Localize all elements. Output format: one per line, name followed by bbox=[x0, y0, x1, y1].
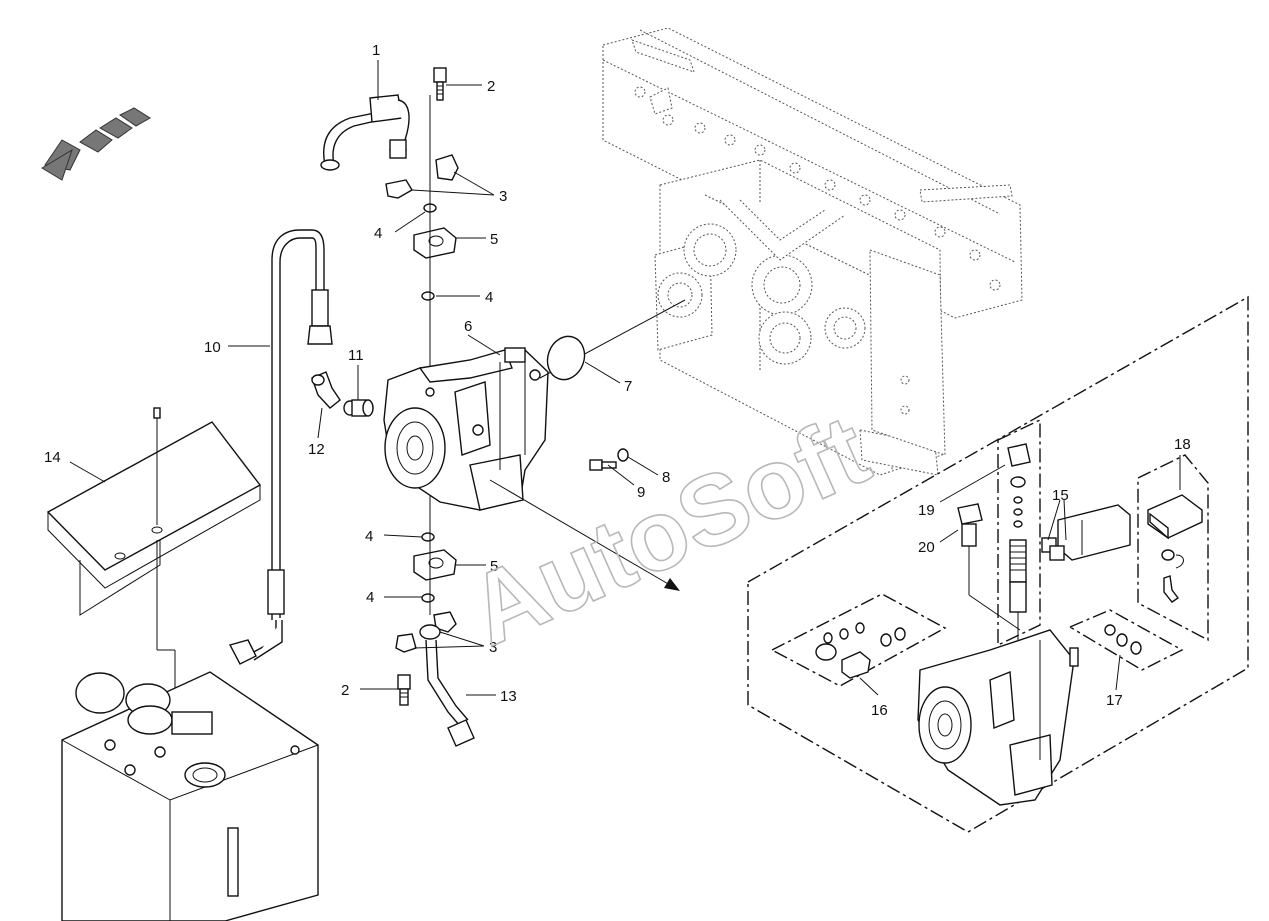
detail-box-part-18 bbox=[1137, 454, 1209, 642]
part-8-washer bbox=[617, 448, 629, 462]
callout-4-a: 4 bbox=[374, 225, 382, 242]
part-16-seal-kit bbox=[815, 622, 906, 679]
callout-16: 16 bbox=[871, 702, 888, 719]
callout-3-upper: 3 bbox=[499, 188, 507, 205]
detail-box-part-16 bbox=[771, 593, 947, 687]
pump-detail-view bbox=[917, 629, 1079, 806]
hydraulic-tank bbox=[61, 671, 319, 921]
part-11-fitting bbox=[343, 399, 374, 417]
part-3-clamp-halves-upper bbox=[385, 154, 459, 199]
part-10-hydraulic-hose bbox=[228, 229, 333, 665]
part-4-o-ring-b bbox=[421, 291, 435, 301]
part-5-flange-upper bbox=[413, 227, 457, 259]
callout-10: 10 bbox=[204, 339, 221, 356]
part-3-clamp-halves-lower bbox=[395, 611, 457, 653]
part-9-screw bbox=[589, 459, 617, 471]
callout-labels: 1 2 3 4 5 4 6 7 8 9 10 11 12 4 5 4 3 2 1… bbox=[44, 42, 1191, 719]
callout-4-d: 4 bbox=[366, 589, 374, 606]
detail-box-valve-stack bbox=[997, 418, 1041, 647]
part-4-o-ring-d bbox=[421, 593, 435, 603]
part-17-o-ring-set bbox=[1104, 624, 1142, 655]
callout-17: 17 bbox=[1106, 692, 1123, 709]
explode-direction-arrow bbox=[489, 479, 680, 591]
part-7-o-ring-seal bbox=[546, 335, 586, 381]
detail-box-outline bbox=[747, 295, 1249, 833]
ghost-frame-assembly bbox=[602, 27, 1023, 476]
part-1-suction-pipe bbox=[320, 94, 410, 171]
part-13-pressure-pipe bbox=[419, 624, 475, 747]
callout-5-upper: 5 bbox=[490, 231, 498, 248]
part-12-elbow-fitting bbox=[311, 371, 341, 409]
part-20-fitting bbox=[957, 503, 1021, 631]
callout-12: 12 bbox=[308, 441, 325, 458]
callout-1: 1 bbox=[372, 42, 380, 59]
direction-arrow-icon bbox=[41, 107, 151, 181]
callout-leaders bbox=[69, 60, 1181, 696]
part-6-hydraulic-pump bbox=[383, 347, 549, 511]
part-15-valve bbox=[1041, 504, 1131, 561]
callout-15: 15 bbox=[1052, 487, 1069, 504]
detail-box-part-17 bbox=[1069, 609, 1184, 671]
callout-3-lower: 3 bbox=[489, 639, 497, 656]
callout-4-c: 4 bbox=[365, 528, 373, 545]
part-18-valve-block bbox=[1147, 494, 1203, 603]
callout-20: 20 bbox=[918, 539, 935, 556]
callout-4-b: 4 bbox=[485, 289, 493, 306]
callout-2-upper: 2 bbox=[487, 78, 495, 95]
callout-9: 9 bbox=[637, 484, 645, 501]
callout-18: 18 bbox=[1174, 436, 1191, 453]
part-2-bolt-upper bbox=[433, 67, 447, 101]
callout-19: 19 bbox=[918, 502, 935, 519]
part-14-cover-plate bbox=[46, 407, 262, 690]
callout-7: 7 bbox=[624, 378, 632, 395]
callout-14: 14 bbox=[44, 449, 61, 466]
callout-5-lower: 5 bbox=[490, 558, 498, 575]
callout-6: 6 bbox=[464, 318, 472, 335]
callout-8: 8 bbox=[662, 469, 670, 486]
part-2-bolt-lower bbox=[397, 674, 411, 706]
callout-11: 11 bbox=[348, 347, 364, 364]
part-5-flange-lower bbox=[413, 549, 457, 581]
callout-2-lower: 2 bbox=[341, 682, 349, 699]
callout-13: 13 bbox=[500, 688, 517, 705]
part-4-o-ring-c bbox=[421, 532, 435, 542]
